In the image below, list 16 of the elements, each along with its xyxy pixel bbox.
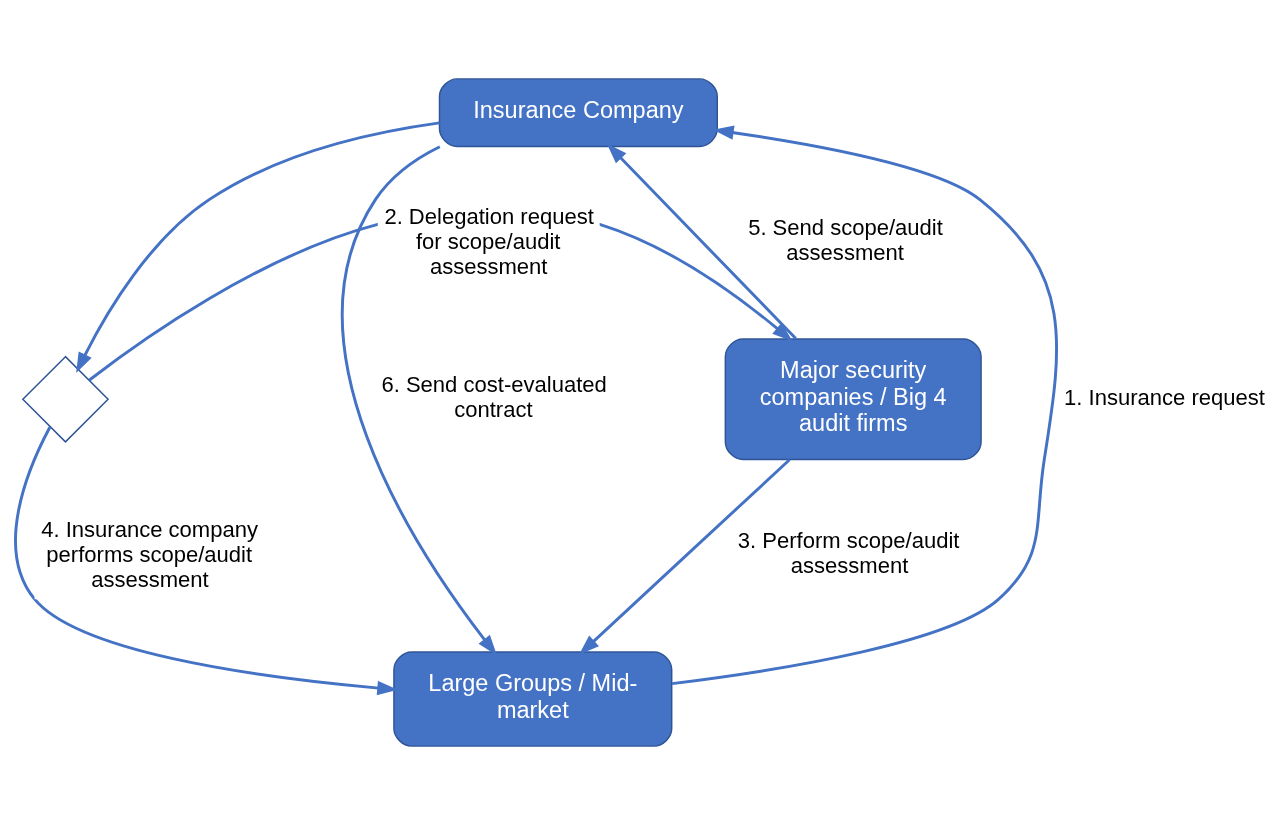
edge-label: 4. Insurance company performs scope/audit assessment [41,516,258,592]
edge-label: 5. Send scope/audit assessment [748,215,943,266]
arrow [671,125,1058,686]
node-box: Major security companies / Big 4 audit firms [724,338,982,461]
arrow [341,145,497,656]
arrow [606,143,797,340]
node-box: Large Groups / Mid-market [393,651,673,747]
arrow [14,426,398,696]
node-box: Insurance Company [438,78,718,148]
arrow [578,458,791,655]
edge-label: 3. Perform scope/audit assessment [737,528,960,579]
arrow [76,121,440,374]
edge-label: 6. Send cost-evaluated contract [381,371,607,422]
node-diamond [21,355,110,443]
edge-label: 2. Delegation request for scope/audit assessment [384,203,594,279]
edge-label: 1. Insurance request [1064,385,1265,411]
